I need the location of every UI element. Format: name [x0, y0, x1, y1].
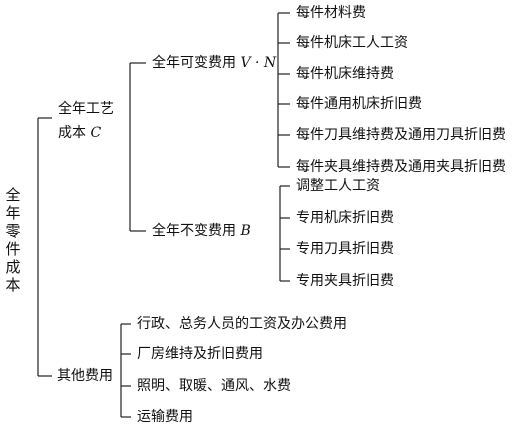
variable-item: 每件机床工人工资 — [296, 35, 408, 51]
variable-item: 每件材料费 — [296, 5, 366, 21]
fixed-item: 调整工人工资 — [296, 178, 380, 194]
other-item: 照明、取暖、通风、水费 — [137, 378, 291, 394]
variable-cost-text: 全年可变费用 — [152, 55, 236, 71]
variable-item: 每件刀具维持费及通用刀具折旧费 — [296, 127, 506, 143]
root-label-char: 成 — [5, 258, 21, 276]
other-cost-label: 其他费用 — [57, 368, 113, 384]
variable-cost-symbol: V · N — [240, 55, 277, 71]
root-label-char: 本 — [5, 276, 21, 294]
root-label-char: 全 — [5, 186, 21, 204]
root-label-char: 零 — [5, 222, 21, 240]
root-label-char: 年 — [5, 204, 21, 222]
fixed-cost-text: 全年不变费用 — [152, 223, 236, 239]
other-item: 厂房维持及折旧费用 — [137, 346, 263, 362]
craft-cost-label-text: 成本 — [58, 125, 86, 141]
craft-cost-label-line2: 成本 C — [58, 125, 101, 141]
variable-item: 每件夹具维持费及通用夹具折旧费 — [296, 159, 506, 175]
fixed-cost-symbol: B — [240, 223, 251, 239]
fixed-cost-label: 全年不变费用 B — [152, 223, 251, 239]
fixed-item: 专用机床折旧费 — [296, 210, 394, 226]
variable-item: 每件通用机床折旧费 — [296, 96, 422, 112]
other-item: 运输费用 — [137, 409, 193, 425]
variable-item: 每件机床维持费 — [296, 66, 394, 82]
other-item: 行政、总务人员的工资及办公费用 — [137, 316, 347, 332]
craft-cost-label-line1: 全年工艺 — [58, 101, 114, 117]
fixed-item: 专用刀具折旧费 — [296, 241, 394, 257]
root-label: 全 年 零 件 成 本 — [4, 186, 22, 294]
root-label-char: 件 — [5, 240, 21, 258]
craft-cost-symbol: C — [90, 125, 102, 141]
fixed-item: 专用夹具折旧费 — [296, 273, 394, 289]
variable-cost-label: 全年可变费用 V · N — [152, 55, 276, 71]
